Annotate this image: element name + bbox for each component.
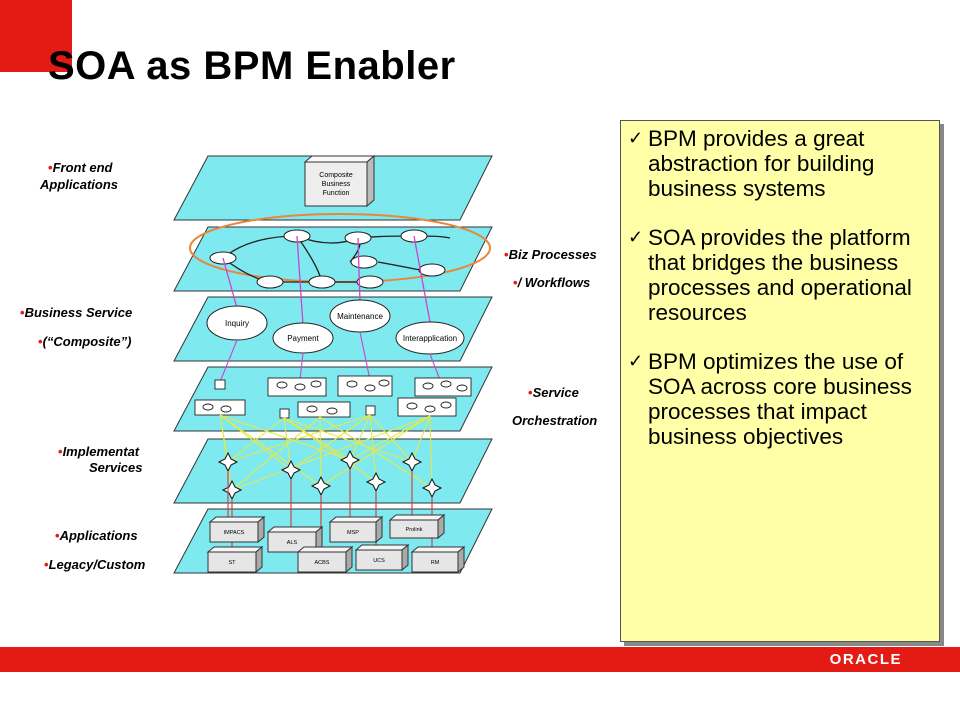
label-front-end-2: Applications: [40, 177, 119, 192]
callout-bullets: ✓ BPM provides a great abstraction for b…: [628, 126, 940, 473]
system-label-msp: MSP: [347, 530, 359, 536]
label-legacy-custom: •Legacy/Custom: [44, 557, 146, 572]
label-business-service: •Business Service: [20, 305, 133, 320]
bullet-item: ✓ BPM optimizes the use of SOA across co…: [628, 349, 940, 449]
slide-title: SOA as BPM Enabler: [48, 44, 456, 88]
orchestration-clusters: [194, 375, 472, 419]
bullet-item: ✓ BPM provides a great abstraction for b…: [628, 126, 940, 201]
label-workflows: •/ Workflows: [513, 275, 591, 290]
system-label-acbs: ACBS: [315, 560, 330, 566]
label-front-end: •Front end: [48, 160, 113, 175]
service-label-inquiry: Inquiry: [225, 319, 249, 328]
label-composite: •(“Composite”): [38, 334, 132, 349]
system-boxes: [206, 513, 466, 574]
system-label-prolink: Prolink: [406, 527, 423, 533]
label-applications: •Applications: [55, 528, 138, 543]
service-label-interapplication: Interapplication: [403, 334, 457, 343]
system-label-rm: RM: [431, 560, 440, 566]
footer-bar: [0, 647, 960, 672]
composite-box-label-3: Function: [323, 190, 350, 197]
composite-box-label-1: Composite: [319, 172, 353, 179]
label-implementation-2: Services: [89, 460, 143, 475]
bullet-text: BPM optimizes the use of SOA across core…: [648, 349, 912, 449]
checkmark-icon: ✓: [628, 227, 644, 247]
checkmark-icon: ✓: [628, 351, 644, 371]
system-label-st: ST: [228, 560, 236, 566]
label-implementation: •Implementat: [58, 444, 140, 459]
checkmark-icon: ✓: [628, 128, 644, 148]
system-label-als: ALS: [287, 540, 298, 546]
label-biz-processes: •Biz Processes: [504, 247, 597, 262]
service-label-maintenance: Maintenance: [337, 312, 383, 321]
bullet-item: ✓ SOA provides the platform that bridges…: [628, 225, 940, 325]
system-label-ucs: UCS: [373, 558, 385, 564]
callout-box: [620, 120, 940, 642]
corner-accent-block: [0, 0, 72, 72]
service-label-payment: Payment: [287, 334, 319, 343]
system-label-impacs: IMPACS: [224, 530, 245, 536]
label-orchestration: Orchestration: [512, 413, 598, 428]
composite-box-label-2: Business: [322, 181, 351, 188]
mesh-lines: [219, 414, 433, 491]
oracle-logo: ORACLE: [829, 651, 902, 668]
bullet-text: SOA provides the platform that bridges t…: [648, 225, 912, 325]
bullet-text: BPM provides a great abstraction for bui…: [648, 126, 875, 201]
label-service: •Service: [528, 385, 579, 400]
